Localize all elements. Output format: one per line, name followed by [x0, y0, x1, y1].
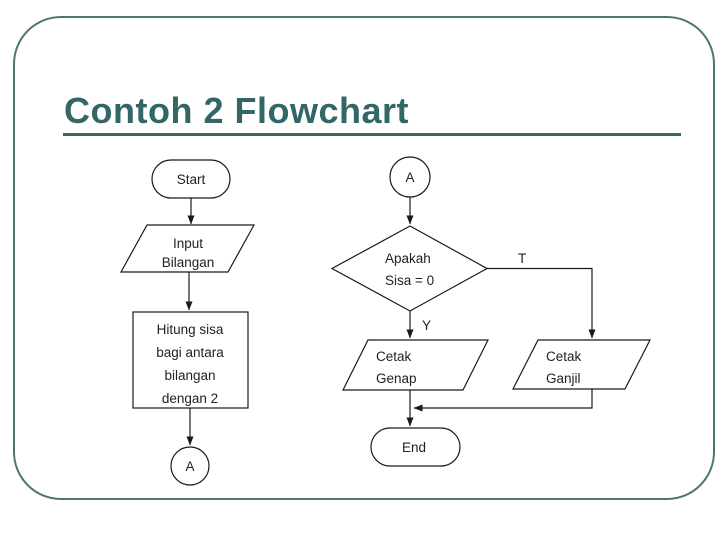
print-odd-node: [512, 339, 651, 390]
print-even-node: [342, 339, 489, 391]
print-odd-line1: Cetak: [546, 349, 582, 364]
slide-border-frame: [13, 16, 715, 500]
process-node-line4: dengan 2: [162, 391, 218, 406]
print-even-line2: Genap: [376, 371, 417, 386]
input-node-line1: Input: [173, 236, 203, 251]
print-odd-line2: Ganjil: [546, 371, 581, 386]
decision-node-line1: Apakah: [385, 251, 431, 266]
edge-decision-true: [487, 267, 596, 339]
connector-a-left-label: A: [185, 459, 194, 474]
edge-odd-merge: [413, 389, 593, 412]
connector-a-right-label: A: [405, 170, 414, 185]
print-even-line1: Cetak: [376, 349, 412, 364]
branch-yes-label: Y: [422, 318, 431, 333]
page-title: Contoh 2 Flowchart: [64, 90, 409, 131]
process-node: [132, 311, 249, 409]
decision-node-line2: Sisa = 0: [385, 273, 434, 288]
decision-node: [330, 225, 489, 312]
end-node: [370, 427, 461, 467]
end-node-label: End: [402, 440, 426, 455]
process-node-line2: bagi antara: [156, 345, 224, 360]
input-node: [119, 224, 256, 273]
process-node-line3: bilangan: [164, 368, 215, 383]
start-node-label: Start: [177, 172, 206, 187]
process-node-line1: Hitung sisa: [157, 322, 224, 337]
branch-true-label: T: [518, 251, 526, 266]
connector-a-left: [170, 446, 210, 486]
title-underline: [63, 133, 681, 136]
input-node-line2: Bilangan: [162, 255, 215, 270]
